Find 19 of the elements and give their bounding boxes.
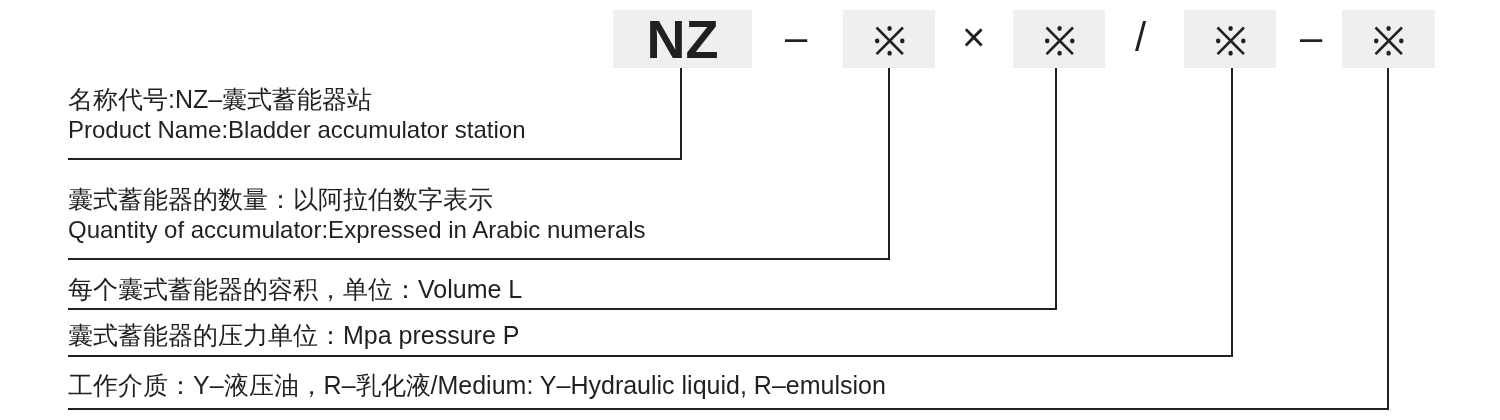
code-box: ※: [1184, 10, 1276, 68]
description-text: 每个囊式蓄能器的容积，单位：Volume L: [68, 274, 1057, 310]
leader-line: [888, 67, 890, 260]
separator-sign: –: [785, 17, 808, 57]
separator-sign: –: [1300, 17, 1323, 57]
leader-line: [1055, 67, 1057, 310]
separator-sign: ×: [962, 17, 986, 57]
code-box: ※: [1013, 10, 1105, 68]
description-text: 名称代号:NZ–囊式蓄能器站 Product Name:Bladder accumulator station: [68, 84, 682, 160]
code-box: ※: [843, 10, 935, 68]
separator-sign: /: [1135, 17, 1147, 57]
description-text: 囊式蓄能器的数量：以阿拉伯数字表示 Quantity of accumulator:Expressed in Arabic numerals: [68, 184, 890, 260]
leader-line: [1387, 67, 1389, 410]
description-text: 工作介质：Y–液压油，R–乳化液/Medium: Y–Hydraulic liquid, R–emulsion: [68, 370, 1389, 410]
leader-line: [680, 67, 682, 160]
leader-line: [1231, 67, 1233, 357]
code-box: ※: [1342, 10, 1435, 68]
code-box: NZ: [613, 10, 752, 68]
description-text: 囊式蓄能器的压力单位：Mpa pressure P: [68, 320, 1233, 357]
